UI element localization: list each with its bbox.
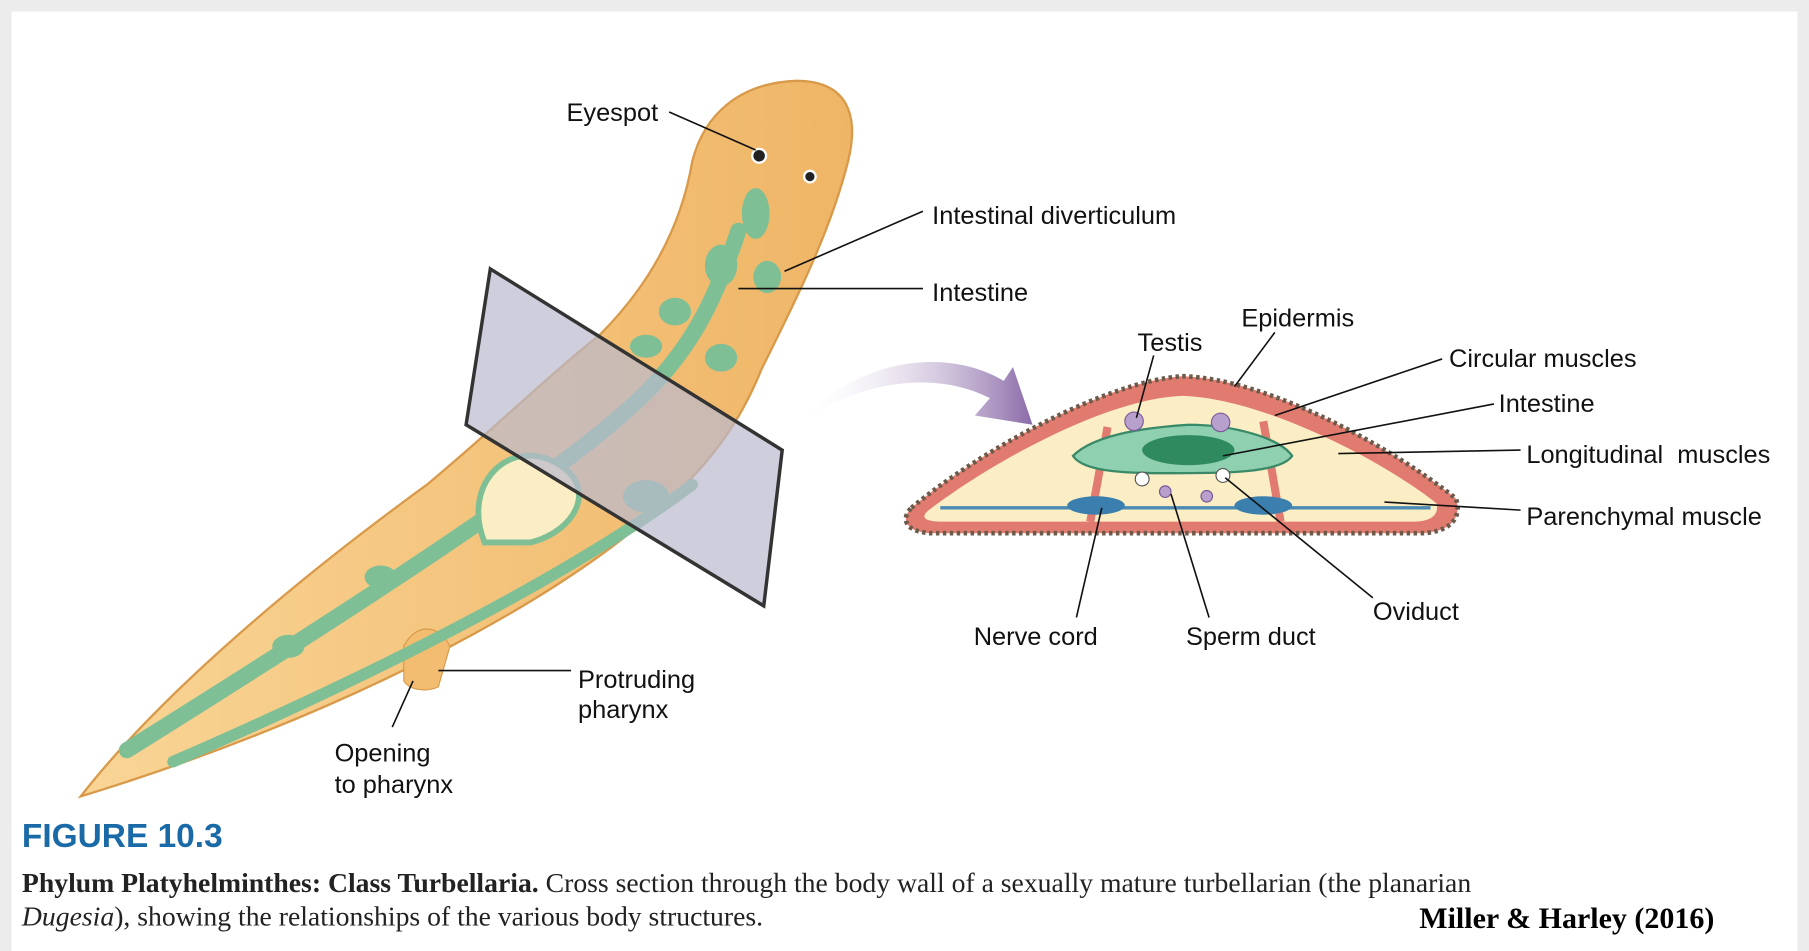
label-opening-2: to pharynx (335, 771, 454, 799)
leader-lines (391, 111, 1521, 728)
label-protruding-pharynx-1: Protruding (578, 666, 695, 694)
caption-line-1: Phylum Platyhelminthes: Class Turbellari… (22, 867, 1471, 898)
citation: Miller & Harley (2016) (1419, 902, 1714, 935)
label-intestine-section: Intestine (1499, 390, 1595, 418)
eyespot-right (802, 169, 817, 184)
section-plane (464, 266, 785, 609)
caption-genus: Dugesia (21, 901, 114, 932)
label-oviduct: Oviduct (1373, 598, 1459, 626)
label-eyespot: Eyespot (566, 99, 658, 127)
figure-panel (11, 11, 1798, 951)
label-epidermis: Epidermis (1241, 305, 1354, 333)
label-circular-muscles: Circular muscles (1449, 345, 1636, 373)
caption-title: Phylum Platyhelminthes: Class Turbellari… (22, 867, 539, 898)
figure-number: FIGURE 10.3 (22, 818, 223, 855)
label-intestine-worm: Intestine (932, 279, 1028, 307)
planarian-illustration (77, 79, 854, 799)
caption-line-2: Dugesia), showing the relationships of t… (21, 901, 763, 932)
cross-section-illustration (903, 373, 1460, 536)
label-opening-1: Opening (335, 740, 431, 768)
caption-text-2: ), showing the relationships of the vari… (114, 901, 763, 932)
label-protruding-pharynx-2: pharynx (578, 696, 669, 724)
label-nerve-cord: Nerve cord (974, 623, 1098, 651)
eyespot-left (751, 147, 768, 164)
arrow-icon (796, 361, 1033, 428)
label-sperm-duct: Sperm duct (1186, 623, 1316, 651)
caption-text-1: Cross section through the body wall of a… (539, 867, 1472, 898)
label-longitudinal-muscles: Longitudinal muscles (1526, 441, 1770, 469)
label-testis: Testis (1138, 329, 1203, 357)
label-intestinal-diverticulum: Intestinal diverticulum (932, 202, 1176, 230)
label-parenchymal-muscle: Parenchymal muscle (1526, 503, 1761, 531)
